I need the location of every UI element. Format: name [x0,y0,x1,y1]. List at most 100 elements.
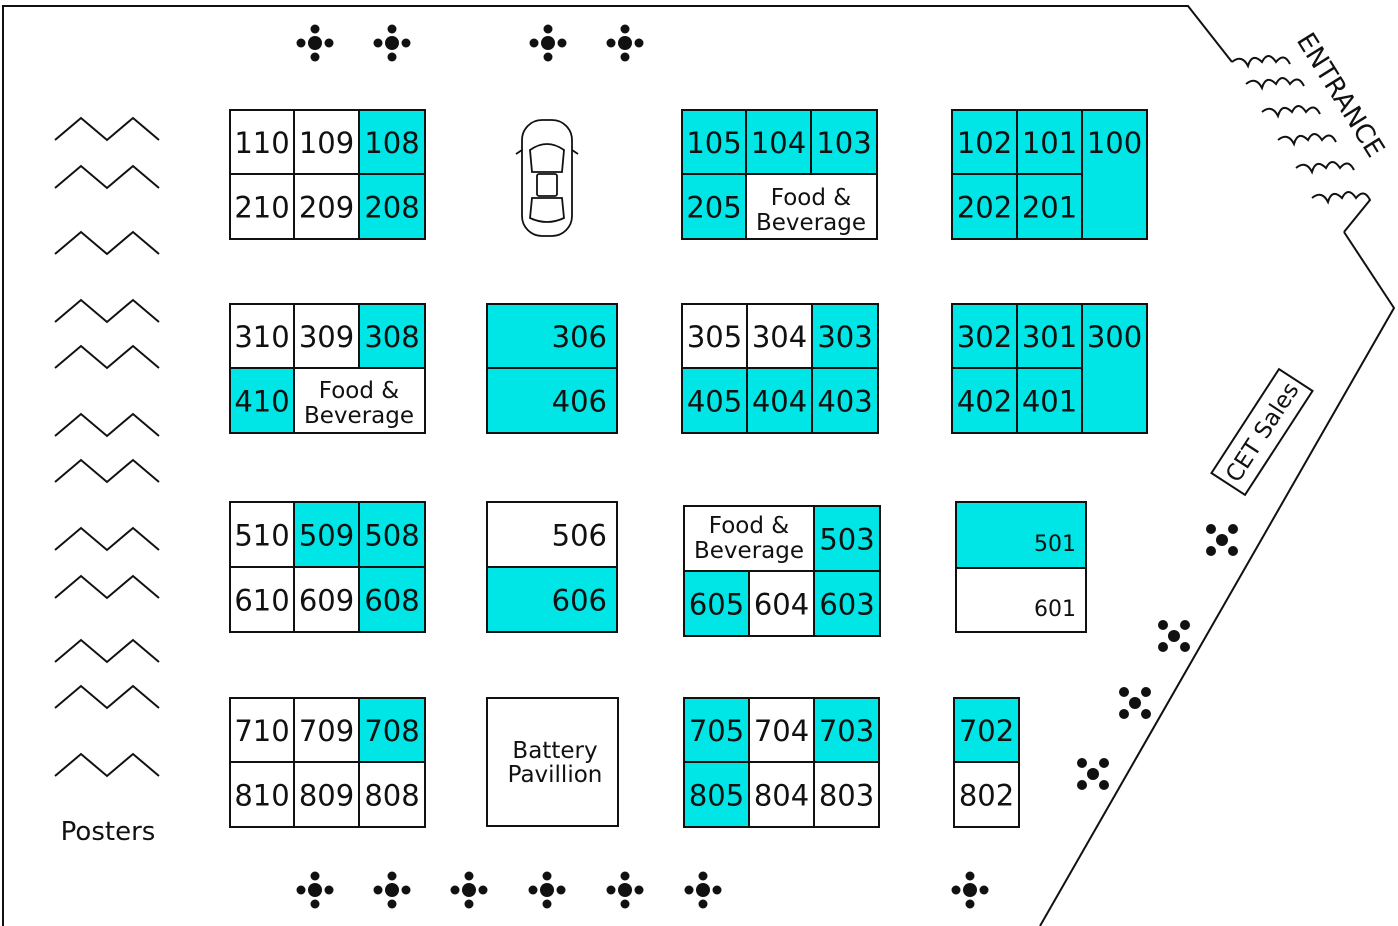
plant-icon [373,24,411,62]
booth-202[interactable]: 202 [951,173,1018,240]
booth-300[interactable]: 300 [1081,303,1148,434]
booth-810[interactable]: 810 [229,761,295,828]
booth-104[interactable]: 104 [745,109,812,175]
booth-501[interactable]: 501 [955,501,1087,569]
booth-102[interactable]: 102 [951,109,1018,175]
poster-board-icon [54,684,160,710]
booth-601[interactable]: 601 [955,567,1087,633]
booth-403[interactable]: 403 [811,367,879,434]
plants [296,24,1238,909]
booth-809[interactable]: 809 [293,761,360,828]
battery-pavillion[interactable]: Battery Pavillion [486,697,619,827]
booth-608[interactable]: 608 [358,566,426,633]
booth-100[interactable]: 100 [1081,109,1148,240]
booth-703[interactable]: 703 [813,697,880,763]
booth-101[interactable]: 101 [1016,109,1083,175]
booth-306[interactable]: 306 [486,303,618,369]
booth-401[interactable]: 401 [1016,367,1083,434]
booth-number: 308 [364,320,419,354]
poster-board-icon [54,164,160,190]
booth-number: 603 [819,588,874,622]
booth-201[interactable]: 201 [1016,173,1083,240]
booth-404[interactable]: 404 [746,367,813,434]
booth-110[interactable]: 110 [229,109,295,175]
booth-205[interactable]: 205 [681,173,747,240]
booth-705[interactable]: 705 [683,697,750,763]
booth-605[interactable]: 605 [683,570,750,637]
booth-304[interactable]: 304 [746,303,813,369]
booth-402[interactable]: 402 [951,367,1018,434]
poster-board-icon [54,458,160,484]
booth-103[interactable]: 103 [810,109,878,175]
booth-301[interactable]: 301 [1016,303,1083,369]
booth-number: 205 [686,191,741,225]
booth-number: 601 [1034,597,1076,622]
booth-609[interactable]: 609 [293,566,360,633]
booth-cell [811,303,879,369]
booth-410[interactable]: 410 [229,367,295,434]
booth-number: 704 [754,714,809,748]
booth-405[interactable]: 405 [681,367,748,434]
booth-310[interactable]: 310 [229,303,295,369]
booth-305[interactable]: 305 [681,303,748,369]
booth-cell [1081,109,1148,240]
booth-506[interactable]: 506 [486,501,618,568]
booth-309[interactable]: 309 [293,303,360,369]
booth-610[interactable]: 610 [229,566,295,633]
booth-308[interactable]: 308 [358,303,426,369]
booth-number: 310 [234,320,289,354]
food-beverage-area[interactable]: Food & Beverage [745,173,878,240]
booth-406[interactable]: 406 [486,367,618,434]
booth-209[interactable]: 209 [293,173,360,240]
booth-303[interactable]: 303 [811,303,879,369]
booth-208[interactable]: 208 [358,173,426,240]
booth-cell [681,367,748,434]
booth-number: 105 [686,126,741,160]
poster-board-icon [54,526,160,552]
booth-503[interactable]: 503 [813,505,881,572]
booth-210[interactable]: 210 [229,173,295,240]
booth-510[interactable]: 510 [229,501,295,568]
booth-604[interactable]: 604 [748,570,815,637]
booth-number: 309 [299,320,354,354]
plant-icon [1119,687,1151,719]
booth-108[interactable]: 108 [358,109,426,175]
plant-icon [529,24,567,62]
booth-803[interactable]: 803 [813,761,880,828]
booth-802[interactable]: 802 [953,761,1020,828]
booth-603[interactable]: 603 [813,570,881,637]
booth-702[interactable]: 702 [953,697,1020,763]
plant-icon [606,871,644,909]
booth-number: 104 [751,126,806,160]
booth-804[interactable]: 804 [748,761,815,828]
booth-number: 809 [299,779,354,813]
booth-708[interactable]: 708 [358,697,426,763]
booth-cell [951,173,1018,240]
booth-508[interactable]: 508 [358,501,426,568]
booth-109[interactable]: 109 [293,109,360,175]
booth-number: 608 [364,584,419,618]
booth-number: 209 [299,191,354,225]
booth-105[interactable]: 105 [681,109,747,175]
booth-709[interactable]: 709 [293,697,360,763]
booth-cell [229,173,295,240]
booth-number: 703 [819,714,874,748]
food-beverage-area[interactable]: Food & Beverage [683,505,815,572]
booth-808[interactable]: 808 [358,761,426,828]
booth-number: 202 [957,191,1012,225]
booth-805[interactable]: 805 [683,761,750,828]
booth-cell [813,570,881,637]
booth-cell [358,697,426,763]
plant-icon [684,871,722,909]
booth-704[interactable]: 704 [748,697,815,763]
booth-cell [811,367,879,434]
booth-302[interactable]: 302 [951,303,1018,369]
booth-606[interactable]: 606 [486,566,618,633]
food-beverage-area[interactable]: Food & Beverage [293,367,426,434]
plant-icon [951,871,989,909]
booth-cell [229,501,295,568]
booth-710[interactable]: 710 [229,697,295,763]
booth-number: 709 [299,714,354,748]
booth-509[interactable]: 509 [293,501,360,568]
